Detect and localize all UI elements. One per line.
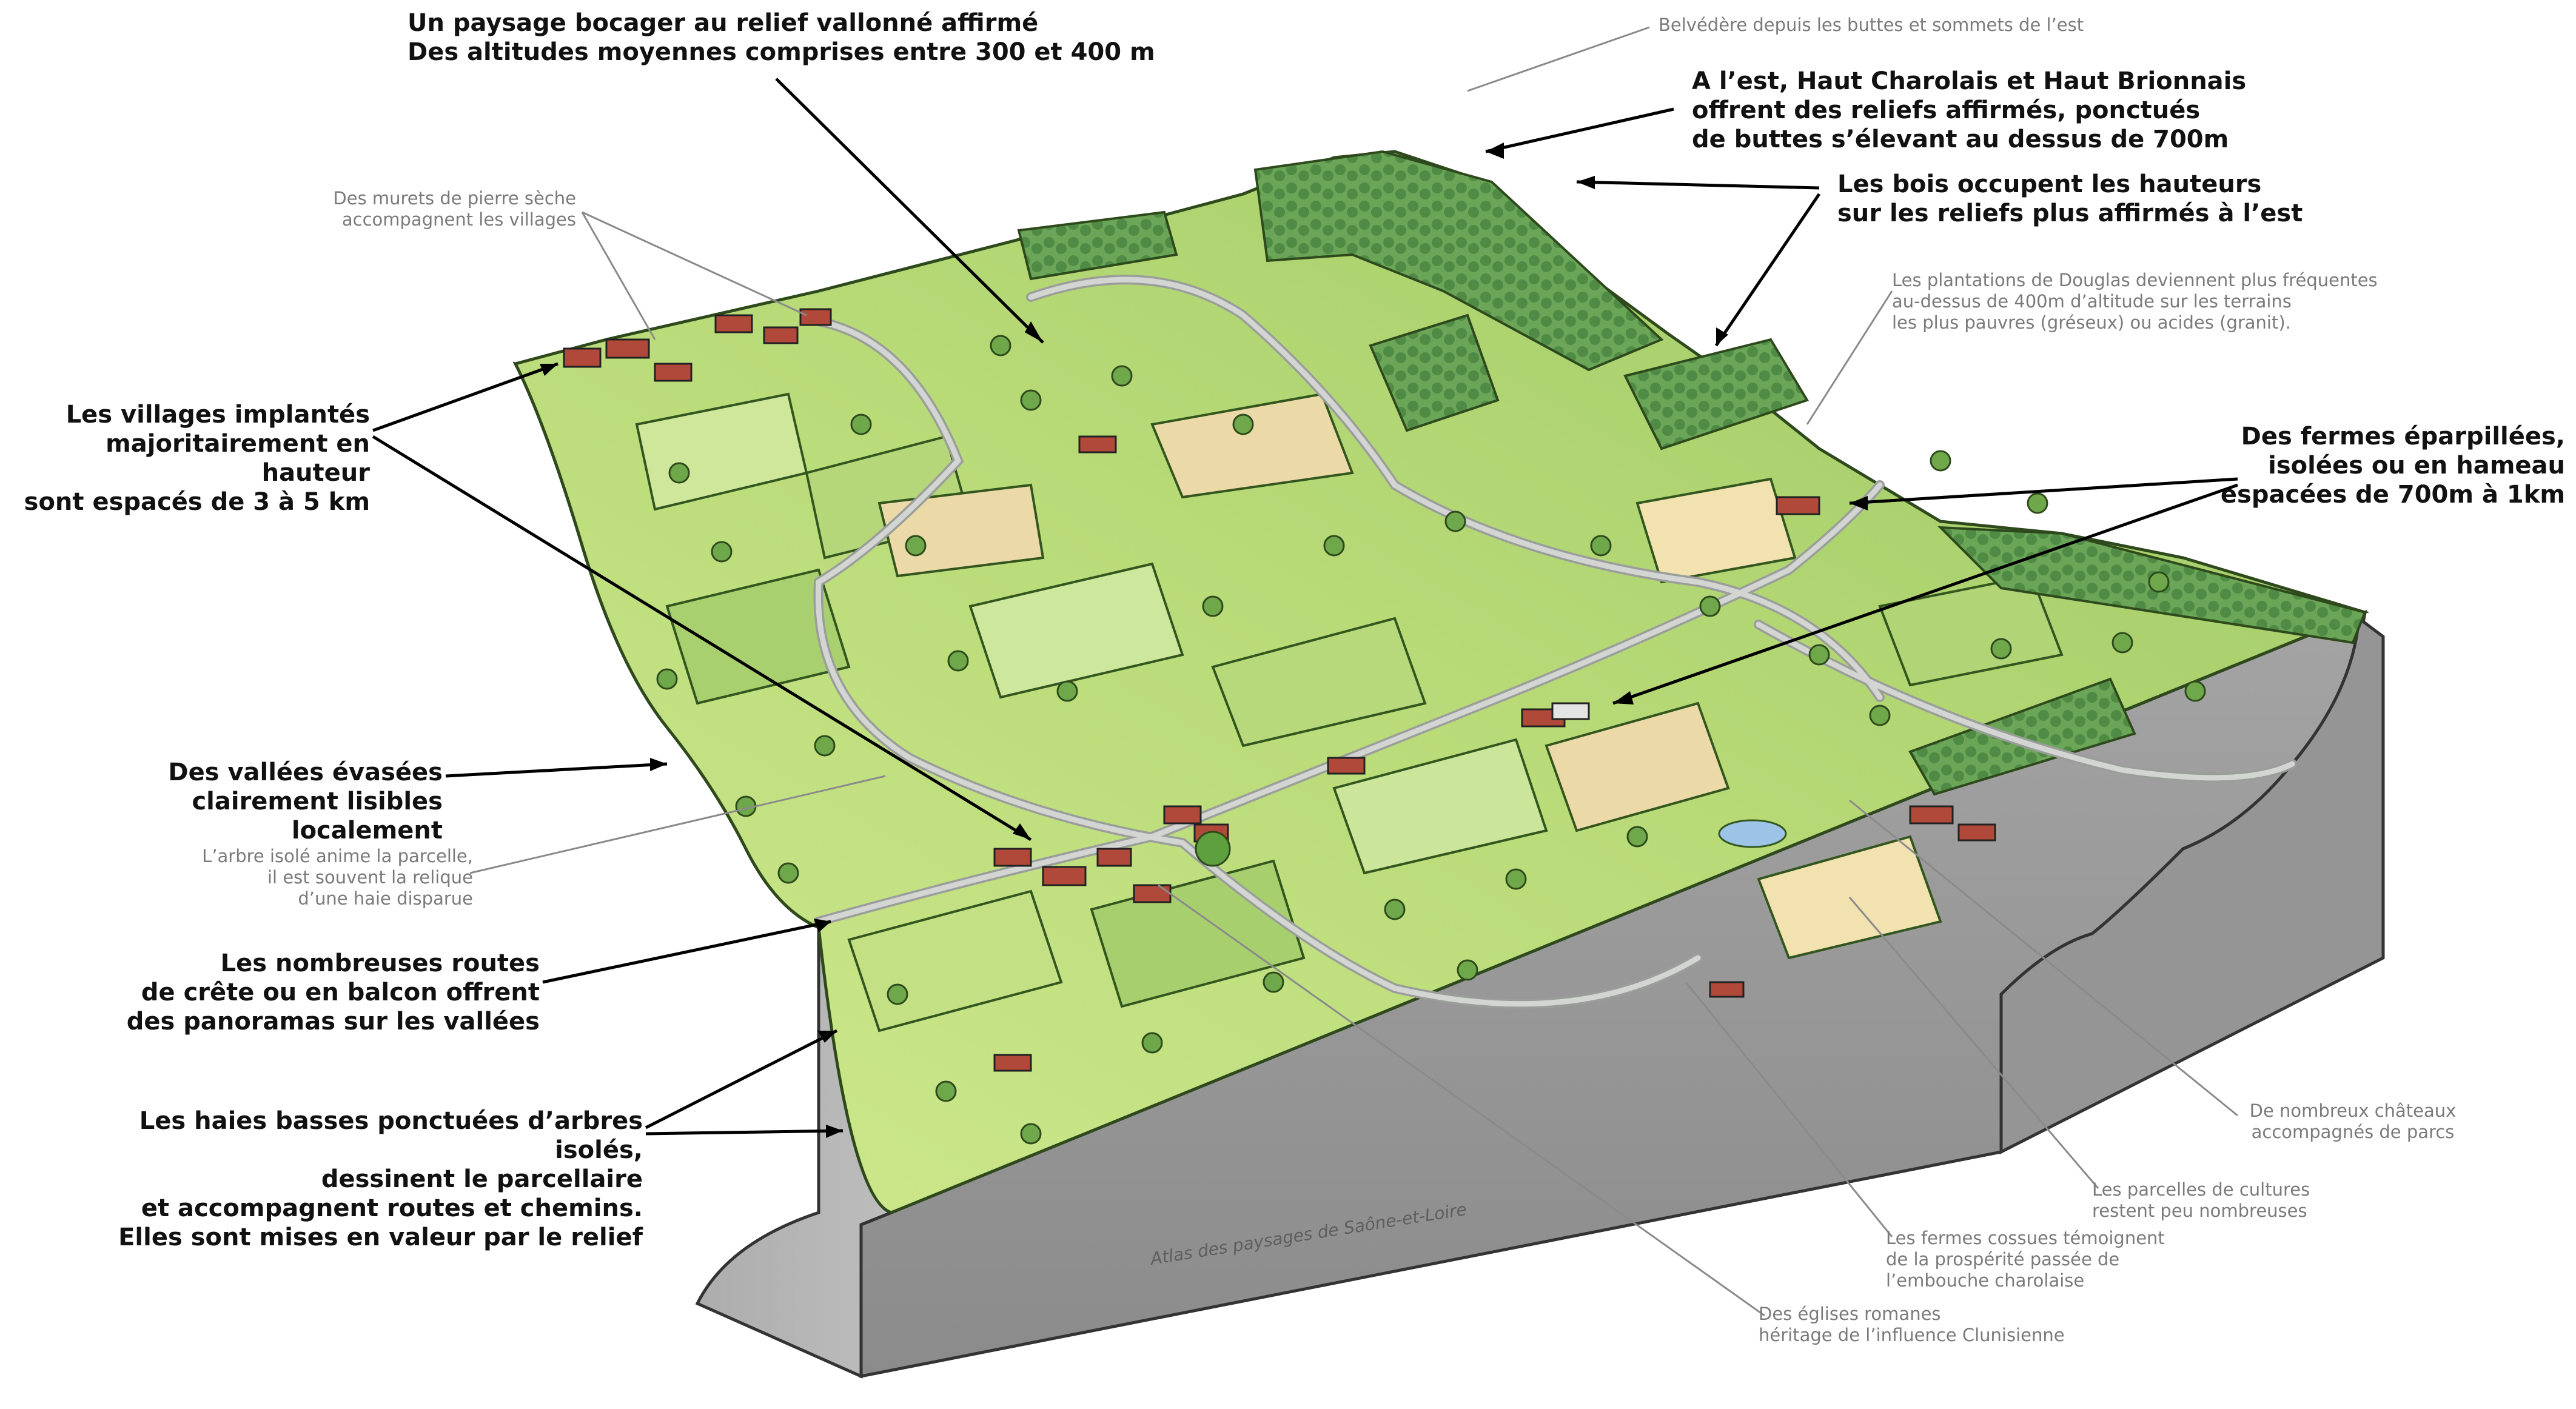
eglises-label: Des églises romanes héritage de l’influe… — [1759, 1304, 2065, 1345]
leader-line — [1806, 290, 1893, 425]
leader-line — [469, 775, 886, 874]
leader-lines-secondary — [469, 26, 2238, 1317]
leader-line — [445, 762, 668, 778]
chateaux-label: De nombreux châteaux accompagnés de parc… — [2249, 1100, 2457, 1142]
leader-line — [1714, 193, 1821, 347]
woodland — [1908, 677, 2136, 796]
leader-line — [1467, 26, 1650, 92]
village-north — [563, 308, 832, 382]
leader-line — [542, 920, 831, 984]
leader-line — [372, 362, 558, 432]
arbre-isole-label: L’arbre isolé anime la parcelle, il est … — [202, 846, 473, 909]
vallees-label: Des vallées évasées clairement lisibles … — [168, 758, 443, 845]
leader-line — [1849, 799, 2238, 1117]
leader-line — [1849, 477, 2238, 505]
field — [1545, 701, 1730, 832]
fermes-cossues-label: Les fermes cossues témoignent de la pros… — [1886, 1228, 2165, 1291]
haut-charolais-label: A l’est, Haut Charolais et Haut Brionnai… — [1692, 67, 2247, 153]
woodland — [1623, 338, 1809, 450]
arrowheads — [540, 142, 1868, 1138]
leader-line — [645, 1129, 844, 1136]
trees — [656, 335, 2206, 1145]
leader-line — [1485, 107, 1674, 153]
fermes-eparpillees-label: Des fermes éparpillées, isolées ou en ha… — [2220, 423, 2565, 509]
routes-label: Les nombreuses routes de crête ou en bal… — [126, 949, 540, 1036]
field — [1878, 574, 2064, 687]
title-label: Un paysage bocager au relief vallonné af… — [408, 9, 1155, 66]
leader-line — [1612, 483, 2238, 705]
field — [1211, 617, 1427, 748]
field — [1635, 477, 1797, 584]
woodland — [1017, 210, 1178, 281]
douglas-label: Les plantations de Douglas deviennent pl… — [1892, 270, 2378, 333]
villages-label: Les villages implantés majoritairement e… — [24, 401, 370, 516]
leader-line — [775, 78, 1044, 344]
farm-hamlet — [993, 435, 1996, 1072]
field — [665, 568, 851, 705]
haies-label: Les haies basses ponctuées d’arbres isol… — [118, 1107, 643, 1251]
leader-line — [1685, 982, 1893, 1237]
leader-line — [372, 435, 1032, 842]
woods — [1017, 150, 2367, 796]
bois-label: Les bois occupent les hauteurs sur les r… — [1837, 170, 2303, 227]
murets-label: Des murets de pierre sèche accompagnent … — [333, 188, 576, 230]
belvedere-label: Belvédère depuis les buttes et sommets d… — [1659, 15, 2084, 35]
leader-line — [1848, 897, 2099, 1189]
block-right-side — [1999, 615, 2385, 1155]
leader-line — [581, 212, 656, 340]
leader-line — [1576, 180, 1820, 190]
leader-line — [645, 1029, 838, 1130]
leader-line — [582, 211, 807, 316]
field — [1150, 392, 1354, 499]
leader-line — [1158, 884, 1765, 1317]
leader-lines-primary — [372, 78, 2238, 1136]
pond — [1718, 819, 1787, 848]
field — [968, 562, 1184, 699]
woodland — [1253, 150, 1664, 372]
cultures-label: Les parcelles de cultures restent peu no… — [2092, 1179, 2310, 1221]
woodland — [1369, 313, 1500, 432]
field — [1332, 738, 1548, 875]
